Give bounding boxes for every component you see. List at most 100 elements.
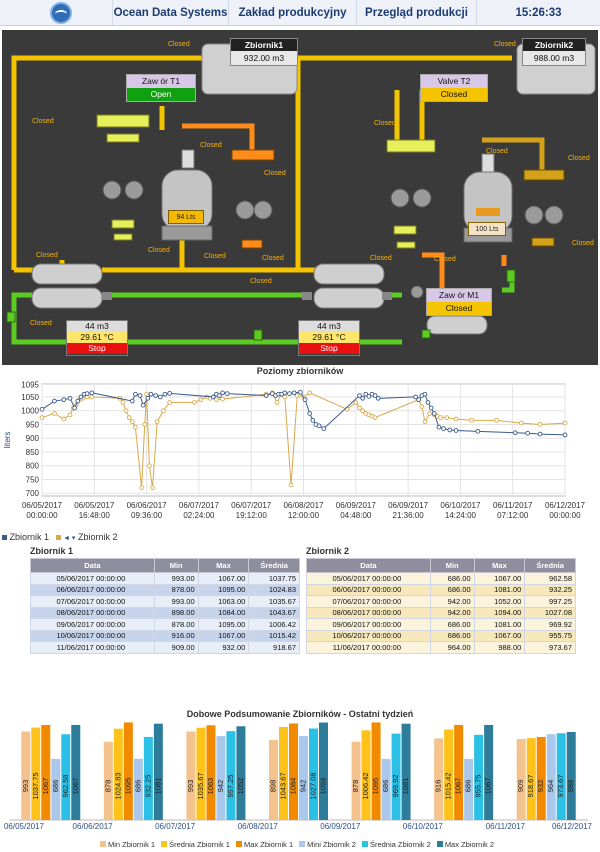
data-point[interactable] — [120, 400, 126, 405]
data-point[interactable] — [61, 397, 67, 403]
bar-min-zbiornik-1[interactable] — [434, 738, 444, 820]
data-point[interactable] — [145, 395, 151, 401]
station2-panel[interactable]: 44 m3 29.61 °C Stop — [298, 320, 360, 356]
data-point[interactable] — [475, 428, 481, 434]
data-point[interactable] — [220, 390, 225, 396]
data-point[interactable] — [89, 394, 95, 400]
data-point[interactable] — [357, 405, 362, 411]
data-point[interactable] — [287, 391, 292, 396]
data-point[interactable] — [198, 397, 204, 403]
data-point[interactable] — [150, 485, 155, 491]
data-point[interactable] — [291, 390, 297, 396]
data-point[interactable] — [519, 420, 524, 426]
data-point[interactable] — [263, 393, 269, 398]
data-point[interactable] — [210, 394, 216, 400]
data-point[interactable] — [274, 400, 280, 405]
bar-min-zbiornik-1[interactable] — [21, 731, 31, 820]
bar-średnia-zbiornik-2[interactable] — [61, 734, 71, 820]
data-point[interactable] — [144, 391, 149, 397]
data-point[interactable] — [310, 417, 316, 423]
data-point[interactable] — [298, 389, 303, 395]
data-point[interactable] — [167, 400, 172, 405]
bar-średnia-zbiornik-1[interactable] — [361, 730, 371, 820]
bar-max-zbiornik-2[interactable] — [484, 724, 494, 820]
bar-średnia-zbiornik-1[interactable] — [113, 728, 123, 820]
data-point[interactable] — [52, 411, 57, 416]
data-point[interactable] — [147, 463, 152, 469]
data-point[interactable] — [357, 393, 362, 398]
data-point[interactable] — [366, 394, 372, 399]
bar-min-zbiornik-1[interactable] — [516, 739, 526, 820]
table2-header-avg[interactable]: Średnia — [524, 558, 576, 573]
data-point[interactable] — [307, 390, 313, 396]
data-point[interactable] — [157, 394, 163, 400]
bar-średnia-zbiornik-1[interactable] — [526, 738, 536, 820]
tank2-panel[interactable]: Zbiornik2 988.00 m3 — [522, 38, 586, 66]
legend-item[interactable]: Max Zbiornik 2 — [436, 840, 494, 849]
data-point[interactable] — [360, 395, 365, 401]
bar-max-zbiornik-1[interactable] — [371, 722, 381, 820]
data-point[interactable] — [282, 390, 288, 396]
bar-max-zbiornik-1[interactable] — [123, 722, 133, 820]
data-point[interactable] — [154, 419, 160, 425]
bar-max-zbiornik-2[interactable] — [236, 726, 246, 820]
data-point[interactable] — [75, 398, 81, 404]
table1-header-min[interactable]: Min — [153, 558, 199, 573]
data-point[interactable] — [294, 393, 300, 398]
data-point[interactable] — [39, 406, 45, 412]
data-point[interactable] — [140, 402, 146, 408]
data-point[interactable] — [416, 397, 422, 403]
data-point[interactable] — [224, 391, 230, 396]
bar-max-zbiornik-1[interactable] — [206, 725, 216, 820]
bar-mini-zbiornik-2[interactable] — [216, 736, 226, 820]
bar-mini-zbiornik-2[interactable] — [133, 758, 143, 820]
bar-średnia-zbiornik-2[interactable] — [556, 733, 566, 820]
bar-mini-zbiornik-2[interactable] — [546, 734, 556, 820]
legend-item[interactable]: Max Zbiornik 1 — [235, 840, 293, 849]
data-point[interactable] — [512, 430, 518, 436]
table1-header-max[interactable]: Max — [197, 558, 250, 573]
data-point[interactable] — [453, 428, 459, 433]
bar-min-zbiornik-1[interactable] — [186, 731, 196, 820]
data-point[interactable] — [537, 431, 543, 437]
data-point[interactable] — [307, 411, 313, 416]
data-point[interactable] — [302, 397, 308, 403]
valve-t1-panel[interactable]: Zaw ór T1 Open — [126, 74, 196, 102]
data-point[interactable] — [67, 412, 73, 418]
data-point[interactable] — [89, 390, 95, 396]
data-point[interactable] — [288, 482, 294, 488]
data-point[interactable] — [431, 411, 437, 416]
data-point[interactable] — [422, 391, 428, 397]
data-point[interactable] — [436, 424, 442, 430]
bar-mini-zbiornik-2[interactable] — [299, 736, 308, 820]
data-point[interactable] — [133, 424, 138, 430]
data-point[interactable] — [360, 408, 365, 414]
table1-header-avg[interactable]: Średnia — [248, 558, 300, 573]
bar-średnia-zbiornik-2[interactable] — [309, 728, 318, 820]
bar-min-zbiornik-1[interactable] — [103, 741, 113, 820]
bar-max-zbiornik-2[interactable] — [319, 722, 328, 820]
data-point[interactable] — [153, 393, 158, 398]
data-point[interactable] — [213, 397, 219, 403]
table2-header-data[interactable]: Data — [306, 558, 431, 573]
data-point[interactable] — [167, 391, 172, 396]
data-point[interactable] — [78, 394, 84, 400]
data-point[interactable] — [148, 391, 154, 397]
valve-m1-panel[interactable]: Zaw ór M1 Closed — [426, 288, 492, 316]
data-point[interactable] — [126, 415, 132, 420]
bar-średnia-zbiornik-2[interactable] — [391, 733, 401, 820]
data-point[interactable] — [161, 408, 166, 414]
data-point[interactable] — [142, 422, 148, 427]
bar-min-zbiornik-1[interactable] — [269, 739, 278, 820]
bar-średnia-zbiornik-2[interactable] — [143, 736, 153, 820]
data-point[interactable] — [192, 400, 197, 405]
data-point[interactable] — [562, 432, 568, 438]
